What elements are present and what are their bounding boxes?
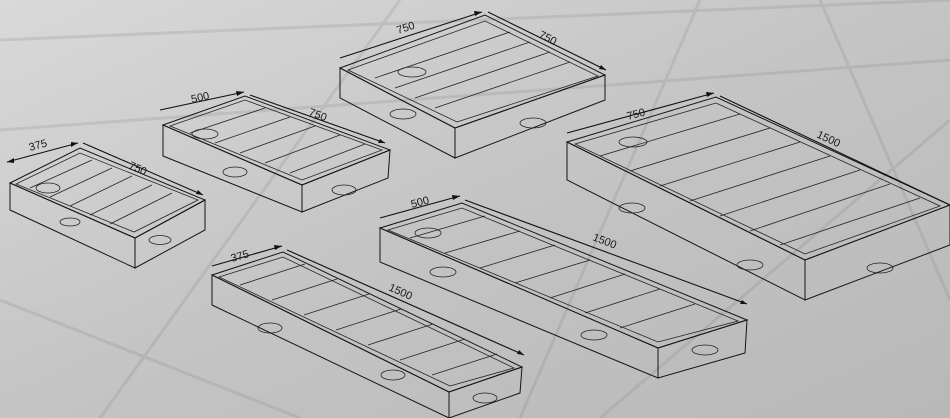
tray-750x1500: 750 1500 xyxy=(565,92,950,301)
tray-375x750: 375 750 xyxy=(6,138,207,269)
dim-line-length xyxy=(82,142,204,196)
width-label: 500 xyxy=(190,90,211,106)
dim-line-width xyxy=(6,142,79,163)
length-label: 750 xyxy=(307,107,328,125)
length-label: 1500 xyxy=(591,232,618,252)
width-label: 750 xyxy=(626,107,647,123)
length-label: 1500 xyxy=(387,282,414,303)
tray-500x750: 500 750 xyxy=(159,90,392,213)
width-label: 375 xyxy=(230,248,251,265)
tray-500x1500: 500 1500 xyxy=(378,195,749,379)
width-label: 375 xyxy=(28,138,49,154)
width-label: 500 xyxy=(410,195,431,211)
tray-375x1500: 375 1500 xyxy=(210,245,525,418)
tray-750x750: 750 750 xyxy=(338,11,607,159)
width-label: 750 xyxy=(395,20,416,37)
